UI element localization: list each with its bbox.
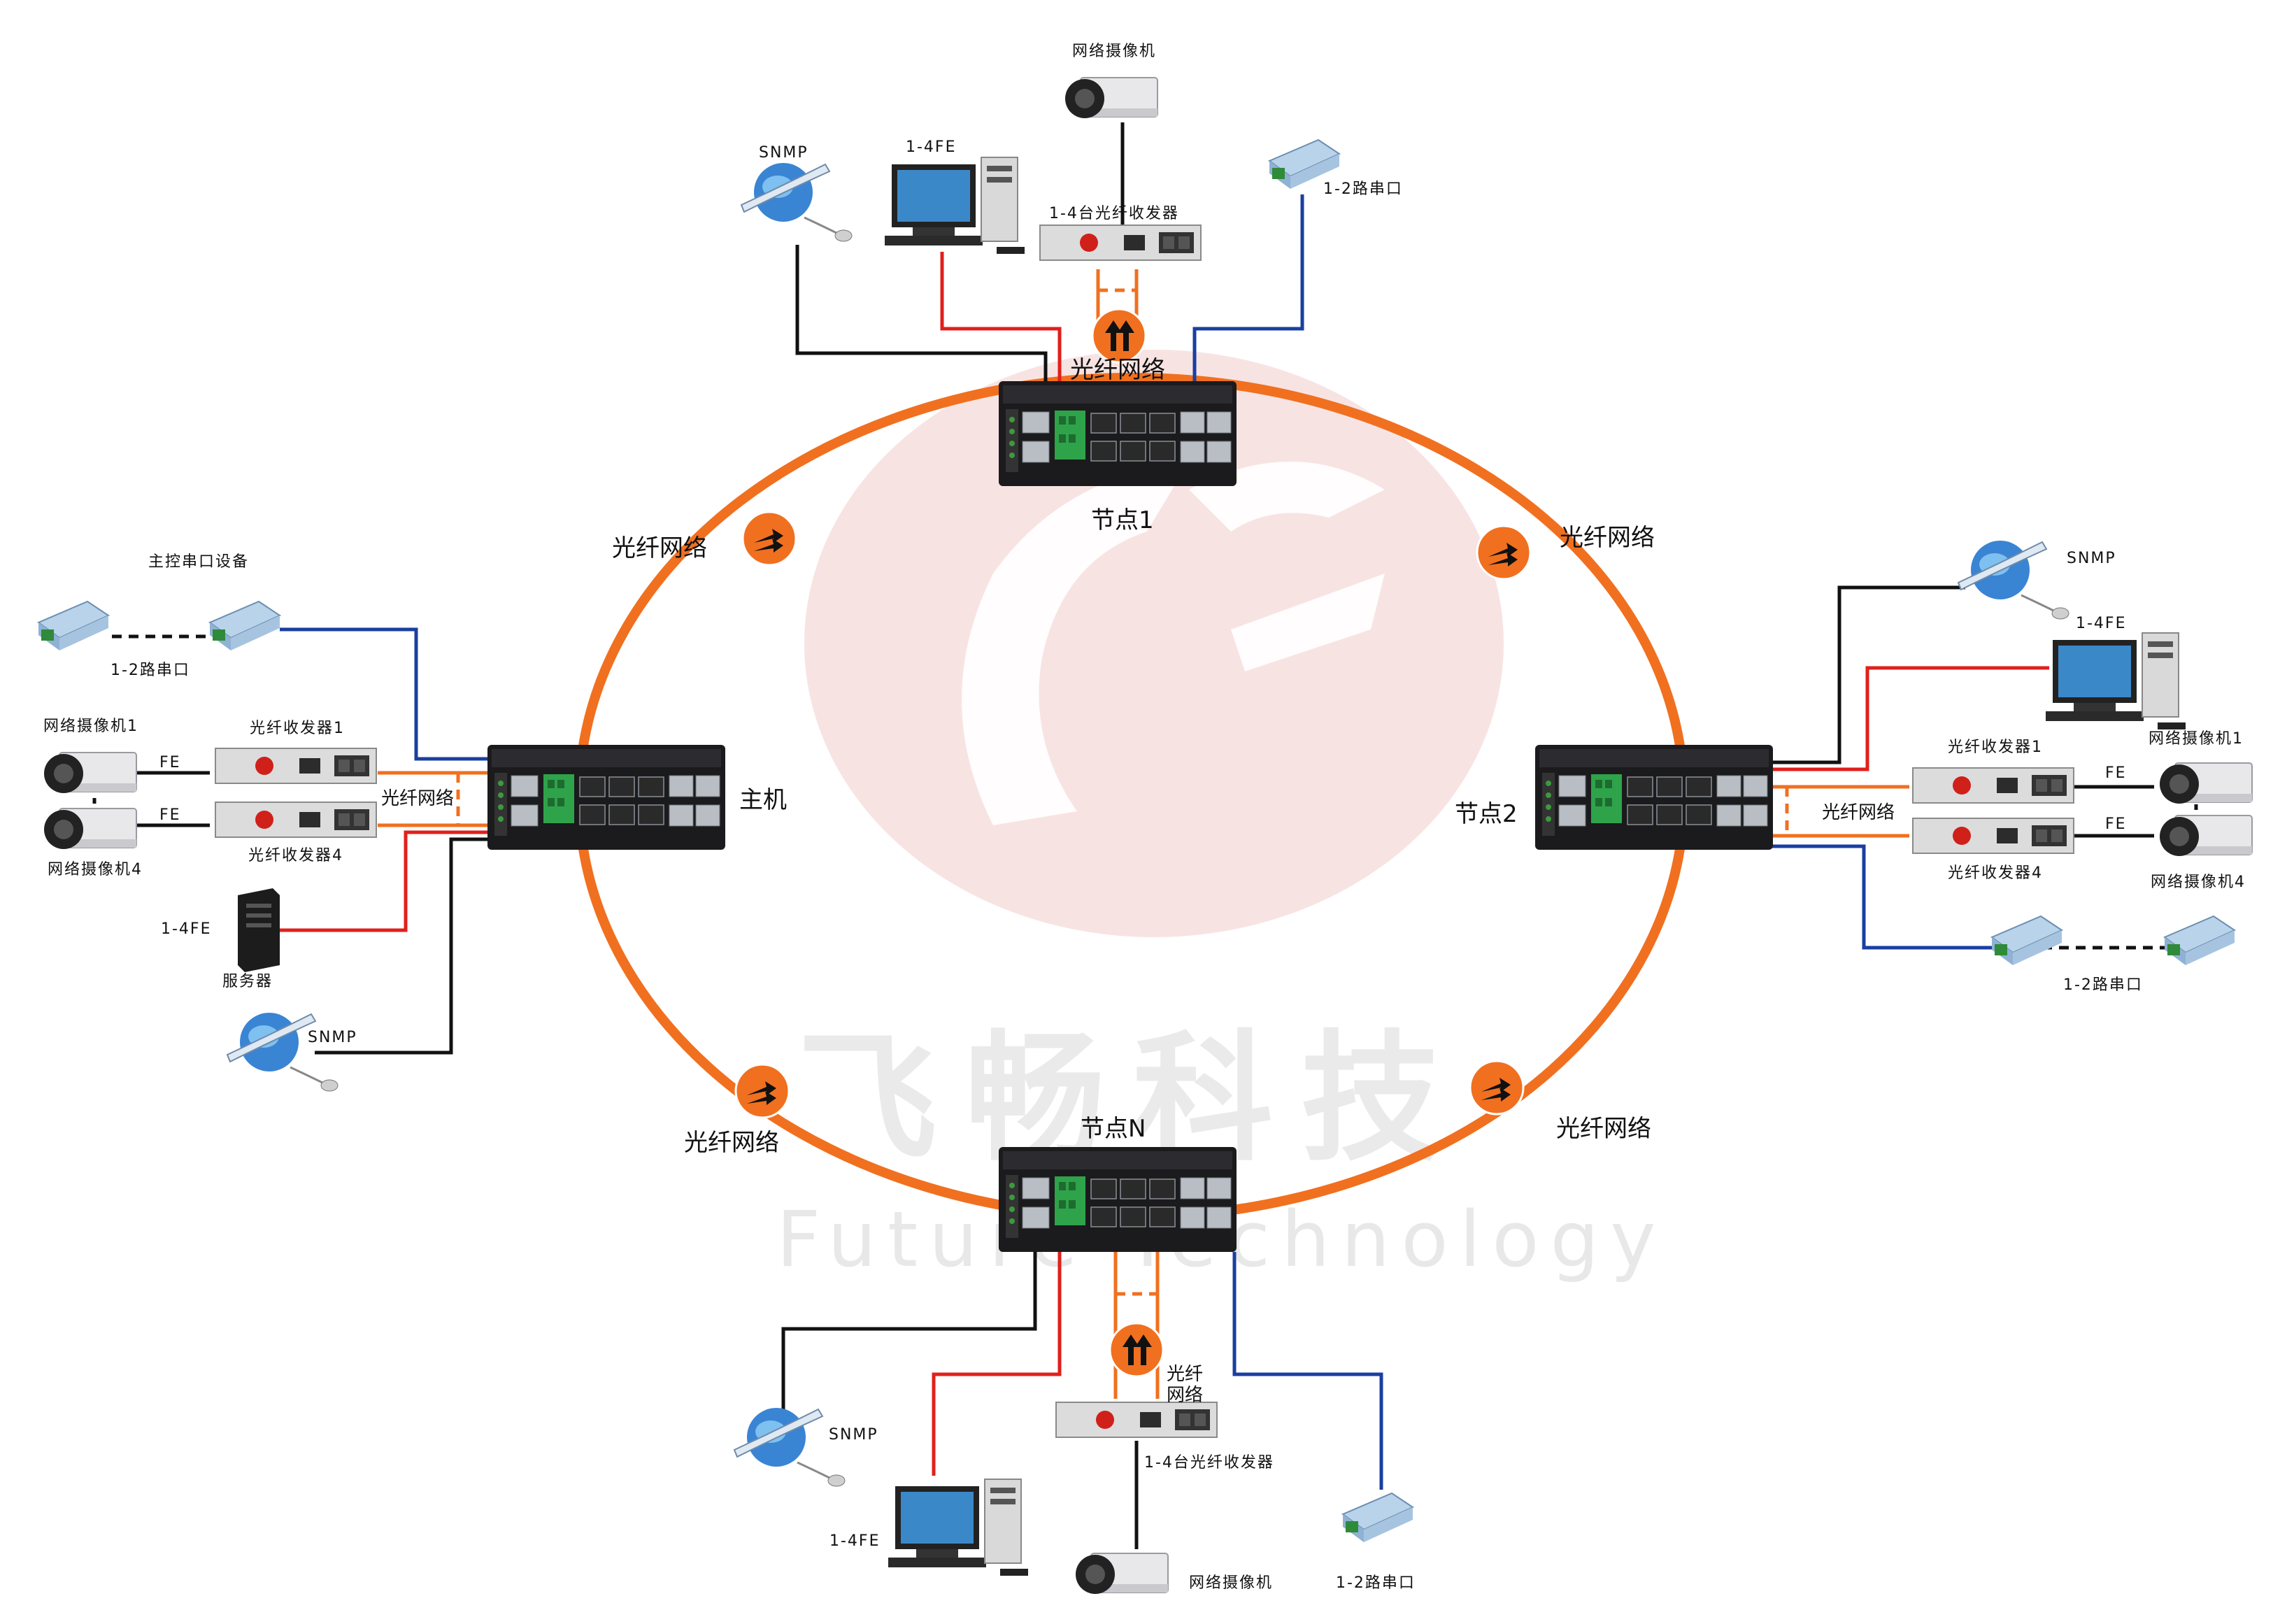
ring-label-top: 光纤网络 — [1070, 356, 1165, 384]
master-transceiver1-label: 光纤收发器1 — [250, 720, 345, 737]
nodeN-switch-icon — [998, 1146, 1237, 1253]
serial-converter-icon — [209, 601, 280, 651]
master-fiber-net-label: 光纤网络 — [381, 788, 454, 809]
serial-converter-icon — [2164, 916, 2235, 966]
master-serial-label: 1-2路串口 — [111, 662, 190, 679]
fiber-badge-icon — [1476, 525, 1532, 580]
master-fe1-label: FE — [159, 754, 181, 771]
fiber-badge-icon — [741, 511, 797, 567]
computer-icon — [884, 157, 1025, 255]
nodeN-camera-label: 网络摄像机 — [1189, 1574, 1273, 1592]
master-server-label: 服务器 — [222, 973, 273, 990]
media-converter-icon — [1912, 818, 2074, 854]
media-converter-icon — [215, 748, 377, 784]
fiber-badge-icon — [1109, 1322, 1164, 1378]
nodeN-fe-label: 1-4FE — [829, 1532, 881, 1550]
snmp-globe-icon — [733, 1406, 846, 1488]
snmp-globe-icon — [740, 162, 853, 243]
node1-switch-icon — [998, 380, 1237, 487]
fiber-badge-icon — [1091, 308, 1147, 364]
node2-transceiver1-label: 光纤收发器1 — [1948, 739, 2043, 756]
node2-serial-label: 1-2路串口 — [2063, 976, 2143, 994]
connection-lines — [92, 122, 2198, 1549]
node2-fe4-label: FE — [2105, 815, 2127, 833]
master-snmp-label: SNMP — [308, 1029, 357, 1046]
node2-label: 节点2 — [1455, 800, 1518, 828]
serial-converter-icon — [38, 601, 109, 651]
ring-label-upper-right: 光纤网络 — [1560, 524, 1655, 552]
camera-icon — [43, 808, 137, 850]
node1-label: 节点1 — [1091, 506, 1154, 534]
ring-label-lower-right: 光纤网络 — [1556, 1115, 1651, 1143]
node1-camera-label: 网络摄像机 — [1072, 43, 1156, 60]
computer-icon — [2045, 632, 2186, 730]
node2-snmp-label: SNMP — [2067, 550, 2116, 567]
fiber-badge-icon — [1469, 1060, 1525, 1116]
node2-fiber-net-label: 光纤网络 — [1822, 802, 1895, 823]
server-icon — [238, 888, 280, 972]
node2-camera4-label: 网络摄像机4 — [2151, 874, 2246, 891]
serial-converter-icon — [1342, 1493, 1413, 1543]
nodeN-transceiver-label: 1-4台光纤收发器 — [1144, 1454, 1274, 1472]
serial-converter-icon — [1991, 916, 2062, 966]
media-converter-icon — [1912, 767, 2074, 804]
node2-switch-icon — [1534, 744, 1774, 850]
watermark-logo — [804, 350, 1504, 937]
camera-icon — [1064, 77, 1158, 119]
nodeN-label: 节点N — [1081, 1115, 1146, 1143]
fiber-badge-icon — [734, 1063, 790, 1119]
master-switch-icon — [487, 744, 726, 850]
camera-icon — [1075, 1553, 1169, 1595]
ring-label-lower-left: 光纤网络 — [684, 1129, 779, 1157]
nodeN-serial-label: 1-2路串口 — [1336, 1574, 1416, 1592]
node2-camera1-label: 网络摄像机1 — [2149, 730, 2244, 748]
master-camera1-label: 网络摄像机1 — [43, 718, 138, 735]
node1-snmp-label: SNMP — [759, 144, 808, 162]
ring-label-upper-left: 光纤网络 — [612, 534, 707, 562]
node2-fe-label: 1-4FE — [2076, 615, 2127, 632]
node2-transceiver4-label: 光纤收发器4 — [1948, 864, 2043, 882]
camera-icon — [43, 752, 137, 794]
nodeN-fiber-label-line2: 网络 — [1167, 1385, 1203, 1406]
master-serial-device-label: 主控串口设备 — [148, 553, 249, 571]
master-fe4-label: FE — [159, 806, 181, 824]
camera-icon — [2159, 815, 2253, 857]
nodeN-fiber-label-line1: 光纤 — [1167, 1364, 1203, 1385]
computer-icon — [888, 1479, 1029, 1576]
node1-fe-label: 1-4FE — [906, 138, 957, 156]
snmp-globe-icon — [1957, 539, 2070, 620]
master-camera4-label: 网络摄像机4 — [48, 861, 143, 878]
master-fe-label: 1-4FE — [161, 920, 212, 938]
master-transceiver4-label: 光纤收发器4 — [248, 847, 343, 864]
camera-icon — [2159, 762, 2253, 804]
node1-serial-label: 1-2路串口 — [1323, 180, 1403, 198]
nodeN-snmp-label: SNMP — [829, 1426, 878, 1444]
node1-transceiver-label: 1-4台光纤收发器 — [1049, 205, 1179, 222]
media-converter-icon — [1055, 1402, 1218, 1438]
node2-fe1-label: FE — [2105, 764, 2127, 782]
master-label: 主机 — [739, 786, 787, 814]
media-converter-icon — [215, 802, 377, 838]
media-converter-icon — [1039, 225, 1202, 261]
